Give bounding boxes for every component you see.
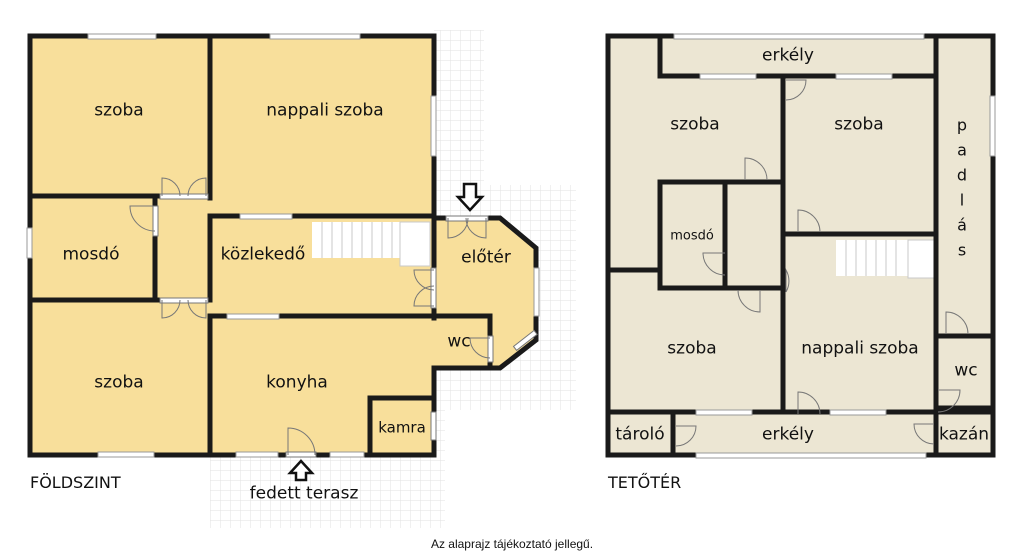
room-label-padlas-letter-3: d bbox=[956, 165, 968, 185]
upper-doors bbox=[675, 79, 969, 447]
room-label-wc: wc bbox=[447, 331, 471, 352]
room-label-konyha: konyha bbox=[266, 372, 328, 393]
room-label-szoba-left: szoba bbox=[670, 114, 720, 135]
upper-floor-walls bbox=[605, 33, 996, 458]
room-label-nappali-upper: nappali szoba bbox=[801, 338, 919, 359]
stairs-ground bbox=[312, 221, 431, 267]
room-label-wc-upper: wc bbox=[954, 360, 978, 381]
room-label-eloter: előtér bbox=[461, 247, 511, 268]
room-label-szoba-top: szoba bbox=[94, 100, 144, 121]
room-label-padlas-letter-5: á bbox=[957, 215, 967, 235]
room-label-nappali: nappali szoba bbox=[266, 100, 384, 121]
room-label-padlas-letter-1: p bbox=[956, 115, 968, 135]
room-label-padlas-letter-6: s bbox=[957, 240, 967, 260]
room-label-erkely-bottom: erkély bbox=[762, 424, 814, 445]
footnote: Az alaprajz tájékoztató jellegű. bbox=[430, 537, 594, 551]
upper-windows bbox=[673, 33, 996, 459]
upper-floor-title: TETŐTÉR bbox=[608, 473, 682, 492]
room-label-szoba-right: szoba bbox=[834, 114, 884, 135]
room-label-kazan: kazán bbox=[938, 424, 990, 445]
room-label-szoba-bottom: szoba bbox=[94, 372, 144, 393]
room-label-padlas-letter-4: l bbox=[959, 190, 965, 210]
room-label-terasz: fedett terasz bbox=[249, 483, 359, 504]
entrance-arrow-terrace bbox=[287, 459, 315, 482]
entrance-arrow-top bbox=[455, 182, 485, 212]
ground-doors bbox=[129, 177, 538, 458]
room-label-kamra: kamra bbox=[378, 418, 426, 437]
room-label-erkely-top: erkély bbox=[762, 45, 814, 66]
room-label-kozlekedo: közlekedő bbox=[220, 244, 306, 265]
room-label-mosdo: mosdó bbox=[62, 244, 120, 265]
ground-windows bbox=[26, 33, 540, 458]
room-label-mosdo-upper: mosdó bbox=[670, 228, 714, 244]
room-label-tarolo: tároló bbox=[615, 424, 665, 445]
ground-floor-title: FÖLDSZINT bbox=[30, 473, 121, 492]
room-label-szoba-bottom-upper: szoba bbox=[667, 338, 717, 359]
stairs-upper bbox=[836, 239, 935, 279]
room-label-padlas-letter-2: a bbox=[957, 140, 967, 160]
entrance-arrows bbox=[287, 182, 485, 482]
